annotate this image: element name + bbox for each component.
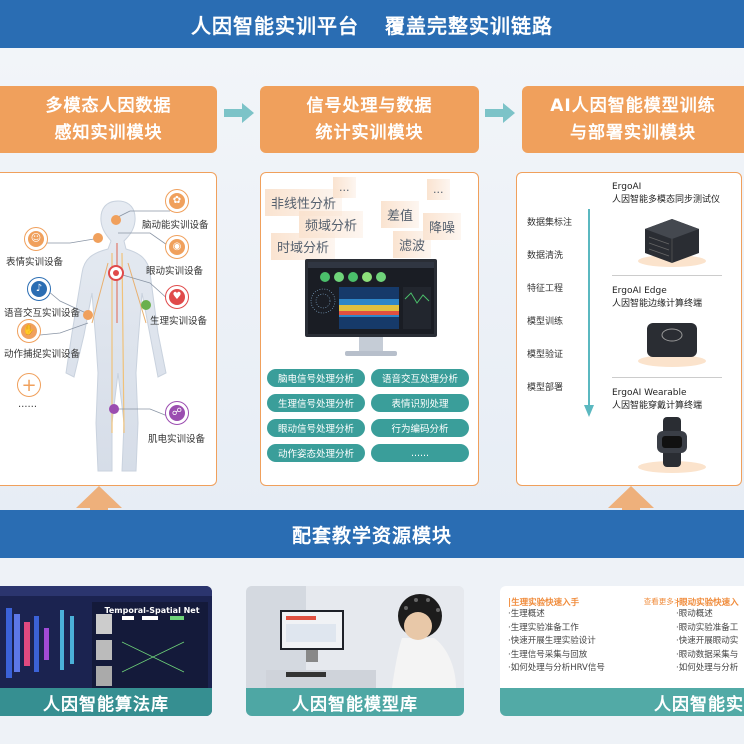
doc-column-physio: |生理实验快速入手 查看更多> ·生理概述 ·生理实验准备工作 ·快速开展生理实… xyxy=(508,596,680,676)
device-image xyxy=(638,219,706,267)
doc-link[interactable]: ·快速开展眼动实 xyxy=(676,636,739,646)
device-label-expression: 表情实训设备 xyxy=(6,257,64,268)
device-label-more: …… xyxy=(18,399,37,410)
device-label-emg: 肌电实训设备 xyxy=(148,434,206,445)
keyword-tag: 时域分析 xyxy=(271,233,336,260)
resource-label: 人因智能算法库 xyxy=(0,688,212,716)
divider xyxy=(612,377,722,378)
module-title-line: 信号处理与数据 xyxy=(306,95,433,116)
process-button[interactable]: 生理信号处理分析 xyxy=(267,394,365,412)
module-title-line: 感知实训模块 xyxy=(54,122,163,143)
arrow-up-icon xyxy=(608,486,654,528)
plus-icon: + xyxy=(17,373,41,397)
keyword-tag: 滤波 xyxy=(393,231,432,258)
wearable-image xyxy=(638,417,706,473)
doc-link[interactable]: ·眼动实验准备工 xyxy=(676,622,739,633)
process-button[interactable]: 表情识别处理 xyxy=(371,394,469,412)
product-desc: 人因智能边缘计算终端 xyxy=(612,299,703,309)
module-title-line: AI人因智能模型训练 xyxy=(550,95,716,116)
resource-label: 人因智能模型库 xyxy=(246,688,464,716)
doc-link[interactable]: ·如何处理与分析 xyxy=(676,663,739,673)
pipeline-step: 数据清洗 xyxy=(527,251,564,261)
product-name: ErgoAI xyxy=(612,182,642,192)
network-diagram xyxy=(0,586,212,688)
process-button[interactable]: 语音交互处理分析 xyxy=(371,369,469,387)
resource-model-library[interactable]: 人因智能模型库 xyxy=(246,586,464,716)
device-image xyxy=(638,323,706,367)
module-header-sensing: 多模态人因数据 感知实训模块 xyxy=(0,86,217,153)
processing-panel: 非线性分析 频域分析 时域分析 差值 降噪 滤波 ... ... 脑电信号处理分… xyxy=(260,172,479,486)
process-button[interactable]: 脑电信号处理分析 xyxy=(267,369,365,387)
platform-title: 人因智能实训平台 xyxy=(191,13,359,38)
device-label-voice: 语音交互实训设备 xyxy=(4,308,81,319)
brain-icon: ✿ xyxy=(165,189,189,213)
platform-subtitle: 覆盖完整实训链路 xyxy=(385,13,553,38)
device-label-brain: 脑动能实训设备 xyxy=(142,220,209,231)
doc-column-title: |眼动实验快速入 xyxy=(676,598,739,608)
arrow-down-icon xyxy=(584,209,594,417)
pipeline-step: 模型训练 xyxy=(527,317,564,327)
top-banner: 人因智能实训平台 覆盖完整实训链路 xyxy=(0,0,744,48)
pipeline-step: 特征工程 xyxy=(527,284,564,294)
arrow-right-icon xyxy=(224,103,254,123)
keyword-tag: 差值 xyxy=(381,201,420,228)
diagram-title: Temporal-Spatial Net xyxy=(104,606,200,615)
doc-column-title: |生理实验快速入手 xyxy=(508,598,580,608)
lab-photo xyxy=(246,586,464,688)
arrow-up-icon xyxy=(76,486,122,528)
doc-link[interactable]: ·如何处理与分析HRV信号 xyxy=(508,663,605,673)
pipeline-step: 模型验证 xyxy=(527,350,564,360)
microphone-icon: ♪ xyxy=(27,277,51,301)
training-panel: 数据集标注 数据清洗 特征工程 模型训练 模型验证 模型部署 ErgoAI 人因… xyxy=(516,172,742,486)
process-button[interactable]: 眼动信号处理分析 xyxy=(267,419,365,437)
module-header-processing: 信号处理与数据 统计实训模块 xyxy=(260,86,479,153)
resource-algorithm-library[interactable]: Temporal-Spatial Net 人因智能算法库 xyxy=(0,586,212,716)
module-title-line: 统计实训模块 xyxy=(315,122,424,143)
resource-label: 人因智能实 xyxy=(500,688,744,716)
product-desc: 人因智能多模态同步测试仪 xyxy=(612,195,721,205)
device-label-motion: 动作捕捉实训设备 xyxy=(4,349,81,360)
module-title-line: 与部署实训模块 xyxy=(570,122,696,143)
support-title: 配套教学资源模块 xyxy=(291,524,452,547)
keyword-tag: ... xyxy=(333,177,356,198)
resource-docs[interactable]: |生理实验快速入手 查看更多> ·生理概述 ·生理实验准备工作 ·快速开展生理实… xyxy=(500,586,744,716)
doc-link[interactable]: ·眼动数据采集与 xyxy=(676,649,739,660)
doc-link[interactable]: ·生理概述 xyxy=(508,609,545,619)
product-desc: 人因智能穿戴计算终端 xyxy=(612,401,703,411)
divider xyxy=(612,275,722,276)
product-name: ErgoAI Wearable xyxy=(612,388,687,398)
pipeline-step: 数据集标注 xyxy=(527,218,573,228)
heart-pulse-icon: ♥ xyxy=(165,285,189,309)
module-title-line: 多模态人因数据 xyxy=(45,95,172,116)
product-name: ErgoAI Edge xyxy=(612,286,667,296)
process-button[interactable]: 动作姿态处理分析 xyxy=(267,444,365,462)
doc-link[interactable]: ·眼动概述 xyxy=(676,609,713,619)
device-label-physio: 生理实训设备 xyxy=(150,316,208,327)
arrow-right-icon xyxy=(485,103,515,123)
device-label-eye: 眼动实训设备 xyxy=(146,266,204,277)
eye-icon: ◉ xyxy=(165,235,189,259)
keyword-tag: ... xyxy=(427,179,450,200)
human-body-figure xyxy=(39,200,171,472)
smile-icon: ☺ xyxy=(24,227,48,251)
doc-link[interactable]: ·快速开展生理实验设计 xyxy=(508,636,596,646)
module-header-training: AI人因智能模型训练 与部署实训模块 xyxy=(522,86,744,153)
doc-column-eye: |眼动实验快速入 ·眼动概述 ·眼动实验准备工 ·快速开展眼动实 ·眼动数据采集… xyxy=(676,596,744,676)
process-button[interactable]: 行为编码分析 xyxy=(371,419,469,437)
monitor-screenshot xyxy=(305,259,437,356)
hand-icon: ✋ xyxy=(17,319,41,343)
muscle-icon: ☍ xyxy=(165,401,189,425)
support-banner: 配套教学资源模块 xyxy=(0,510,744,558)
doc-link[interactable]: ·生理实验准备工作 xyxy=(508,622,579,633)
doc-link[interactable]: ·生理信号采集与回放 xyxy=(508,649,588,660)
view-more-link[interactable]: 查看更多> xyxy=(643,597,680,606)
process-button[interactable]: ...... xyxy=(371,444,469,462)
pipeline-step: 模型部署 xyxy=(527,383,564,393)
sensing-panel: ✿ 脑动能实训设备 ☺ 表情实训设备 ◉ 眼动实训设备 ♪ 语音交互实训设备 ♥… xyxy=(0,172,217,486)
